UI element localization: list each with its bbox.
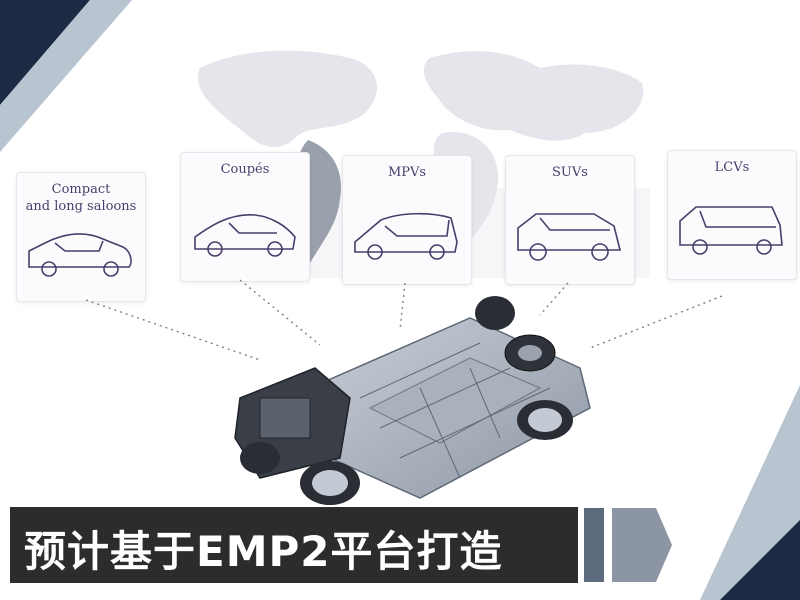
caption-text: 预计基于EMP2平台打造 [24, 527, 503, 576]
card-lcvs: LCVs [667, 150, 797, 280]
saloon-sketch-icon [28, 233, 132, 277]
card-compact-label-line2: and long saloons [25, 199, 137, 214]
mpv-sketch-icon [354, 212, 458, 260]
caption-arrow-icon [612, 508, 672, 582]
caption-banner: 预计基于EMP2平台打造 [10, 507, 578, 583]
card-compact-label-line1: Compact [51, 182, 111, 197]
card-suvs-label: SUVs [552, 165, 588, 180]
lcv-sketch-icon [679, 206, 783, 255]
card-mpvs: MPVs [342, 155, 472, 285]
card-compact: Compact and long saloons [16, 172, 146, 302]
card-coupes: Coupés [180, 152, 310, 282]
bottom-right-navy-triangle [720, 520, 800, 600]
suv-sketch-icon [517, 213, 622, 261]
coupe-sketch-icon [194, 214, 296, 257]
top-left-steel-band [0, 0, 132, 152]
card-suvs: SUVs [505, 155, 635, 285]
card-mpvs-label: MPVs [387, 165, 427, 180]
chassis-platform-illustration [234, 296, 591, 505]
caption-accent-bar [584, 508, 604, 582]
card-coupes-label: Coupés [220, 162, 270, 177]
card-lcvs-label: LCVs [714, 160, 750, 175]
